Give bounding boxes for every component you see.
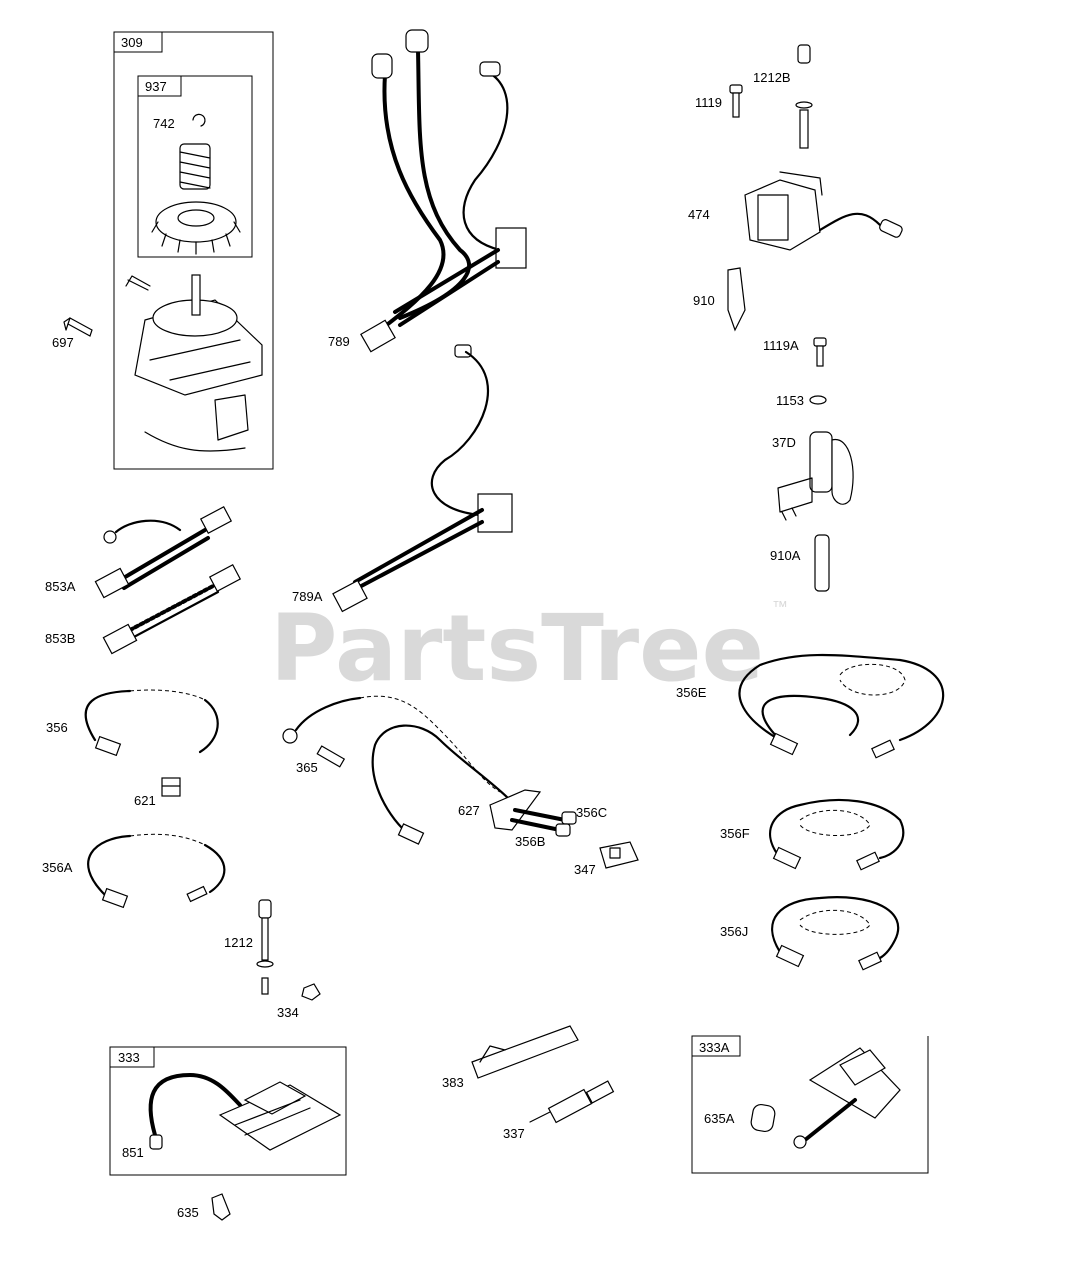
part-742-label[interactable]: 742 — [153, 116, 175, 131]
tool-383-icon — [471, 1025, 579, 1079]
part-356f-label[interactable]: 356F — [720, 826, 750, 841]
kit-309-box — [113, 31, 274, 470]
part-337-label[interactable]: 337 — [503, 1126, 525, 1141]
part-1212b-label[interactable]: 1212B — [753, 70, 791, 85]
armature-333-icon — [148, 1072, 342, 1151]
part-635-label[interactable]: 635 — [177, 1205, 199, 1220]
kit-309-label[interactable]: 309 — [121, 35, 143, 50]
nut-334-icon — [301, 983, 321, 1001]
lead-356-icon — [84, 689, 219, 757]
spur-gear-icon — [151, 201, 241, 255]
worm-gear-icon — [179, 143, 211, 190]
part-1153-label[interactable]: 1153 — [776, 393, 804, 408]
armature-333a-icon — [793, 1047, 901, 1149]
part-789-label[interactable]: 789 — [328, 334, 350, 349]
lead-356j-icon — [771, 896, 900, 971]
kit-screw-icon — [125, 275, 151, 291]
clip-742-icon — [192, 113, 206, 127]
part-356e-label[interactable]: 356E — [676, 685, 707, 700]
harness-789a-icon — [332, 344, 513, 613]
screw-1119a-icon — [813, 337, 827, 367]
part-789a-label[interactable]: 789A — [292, 589, 323, 604]
part-635a-label[interactable]: 635A — [704, 1111, 735, 1126]
kit-333a-box — [691, 1036, 929, 1174]
kit-333-label[interactable]: 333 — [118, 1050, 140, 1065]
lead-853b-icon — [102, 564, 242, 655]
kit-937-tab — [137, 75, 182, 97]
part-356c-label[interactable]: 356C — [576, 805, 607, 820]
part-1119a-label[interactable]: 1119A — [763, 338, 799, 353]
kit-connector-icon — [214, 394, 249, 441]
trademark-symbol: ™ — [772, 599, 788, 616]
kit-937-box — [137, 75, 253, 258]
part-356j-label[interactable]: 356J — [720, 924, 748, 939]
kit-333a-tab — [691, 1035, 741, 1057]
spark-plug-337-icon — [529, 1080, 615, 1124]
screw-1119-icon — [729, 84, 743, 118]
part-635-icon — [211, 1193, 231, 1221]
lead-356e-icon — [738, 653, 945, 759]
part-635a-icon — [750, 1103, 776, 1133]
screw-365-icon — [316, 745, 346, 768]
part-347-label[interactable]: 347 — [574, 862, 596, 877]
part-621-label[interactable]: 621 — [134, 793, 156, 808]
screw-697-icon — [63, 317, 93, 337]
kit-309-tab — [113, 31, 163, 53]
part-356a-label[interactable]: 356A — [42, 860, 73, 875]
clip-621-icon — [161, 777, 181, 797]
part-910-icon — [727, 267, 746, 332]
stud-1212-icon — [256, 899, 274, 995]
part-853b-label[interactable]: 853B — [45, 631, 75, 646]
stud-1212b-icon — [795, 44, 813, 149]
governor-housing-icon — [134, 274, 263, 396]
part-627-label[interactable]: 627 — [458, 803, 480, 818]
kit-wire-icon — [144, 431, 246, 452]
part-910a-icon — [814, 534, 830, 592]
part-910a-label[interactable]: 910A — [770, 548, 801, 563]
partstree-watermark: PartsTree — [270, 595, 764, 702]
part-365-label[interactable]: 365 — [296, 760, 318, 775]
kit-309-group: 309 937 742 — [113, 31, 274, 470]
kit-333-group: 333 851 — [109, 1046, 347, 1176]
bracket-37d-icon — [777, 431, 854, 521]
part-356b-label[interactable]: 356B — [515, 834, 545, 849]
part-383-label[interactable]: 383 — [442, 1075, 464, 1090]
kit-333-box — [109, 1046, 347, 1176]
kit-333a-label[interactable]: 333A — [699, 1040, 730, 1055]
part-853a-label[interactable]: 853A — [45, 579, 76, 594]
part-37d-label[interactable]: 37D — [772, 435, 796, 450]
lead-356f-icon — [768, 798, 905, 871]
part-474-label[interactable]: 474 — [688, 207, 710, 222]
connector-347-icon — [599, 841, 639, 869]
harness-627-icon — [282, 695, 577, 845]
kit-937-label[interactable]: 937 — [145, 79, 167, 94]
harness-789-icon — [360, 29, 527, 353]
lead-356a-icon — [87, 833, 226, 909]
washer-1153-icon — [809, 395, 827, 405]
lead-853a-icon — [94, 506, 233, 599]
part-334-label[interactable]: 334 — [277, 1005, 299, 1020]
part-356-label[interactable]: 356 — [46, 720, 68, 735]
part-1212-label[interactable]: 1212 — [224, 935, 253, 950]
module-474-icon — [744, 171, 903, 251]
part-910-label[interactable]: 910 — [693, 293, 715, 308]
part-851-label[interactable]: 851 — [122, 1145, 144, 1160]
kit-333a-group: 333A 635A — [691, 1035, 929, 1174]
part-697-label[interactable]: 697 — [52, 335, 74, 350]
part-1119-label[interactable]: 1119 — [695, 95, 722, 110]
kit-333-tab — [109, 1046, 155, 1068]
